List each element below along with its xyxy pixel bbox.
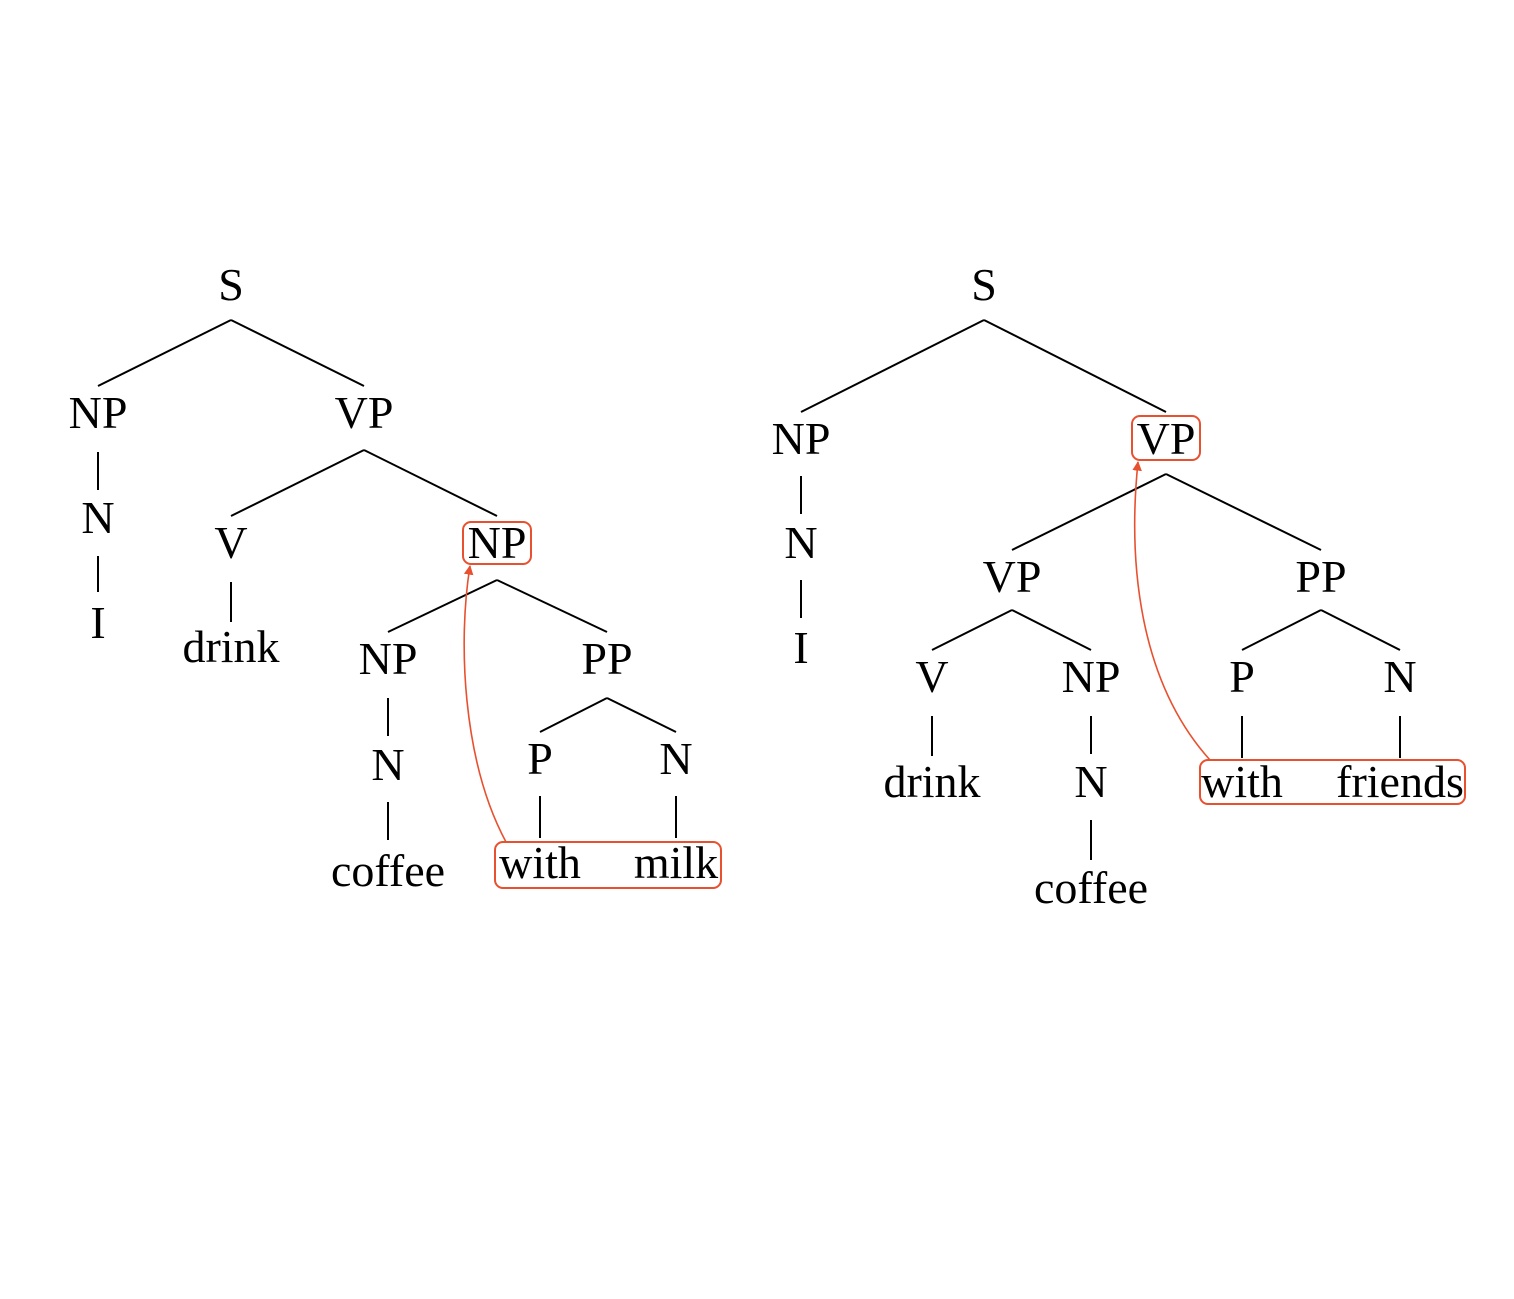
- node-np-inner: NP: [359, 633, 418, 684]
- edge: [496, 579, 608, 633]
- edge: [606, 697, 677, 733]
- edge: [1241, 609, 1322, 651]
- highlight-box-np-attachment: [462, 521, 532, 565]
- node-s: S: [971, 259, 997, 310]
- attachment-arrow: [463, 565, 507, 843]
- node-n-subject: N: [784, 517, 817, 568]
- edge: [983, 319, 1167, 413]
- node-n-pp: N: [1383, 651, 1416, 702]
- highlight-box-vp-attachment: [1131, 415, 1201, 461]
- edge: [539, 697, 608, 733]
- word-with: with: [1201, 756, 1283, 807]
- edge: [363, 449, 498, 517]
- node-v: V: [214, 517, 247, 568]
- node-p: P: [527, 733, 553, 784]
- node-p: P: [1229, 651, 1255, 702]
- node-v: V: [915, 651, 948, 702]
- edge: [1011, 473, 1167, 551]
- node-vp-inner: VP: [983, 551, 1042, 602]
- word-drink: drink: [883, 756, 980, 807]
- node-n-object: N: [1074, 756, 1107, 807]
- word-i: I: [793, 622, 808, 673]
- edge: [800, 319, 985, 413]
- word-i: I: [90, 597, 105, 648]
- word-coffee: coffee: [1034, 862, 1148, 913]
- node-vp: VP: [335, 387, 394, 438]
- edge: [931, 609, 1013, 651]
- node-s: S: [218, 259, 244, 310]
- word-milk: milk: [634, 837, 718, 888]
- node-np-object: NP: [1062, 651, 1121, 702]
- edge: [97, 319, 232, 387]
- node-n-pp: N: [659, 733, 692, 784]
- tree-left: S NP N I VP V drink NP NP N coffee PP P …: [69, 259, 722, 896]
- highlight-box-pp-phrase: [1199, 759, 1466, 805]
- node-n-subject: N: [81, 492, 114, 543]
- edge: [1011, 609, 1092, 651]
- edge: [387, 579, 498, 633]
- node-pp: PP: [581, 633, 632, 684]
- edge: [1320, 609, 1401, 651]
- word-drink: drink: [182, 621, 279, 672]
- node-pp: PP: [1295, 551, 1346, 602]
- node-np-subject: NP: [772, 413, 831, 464]
- edge: [1165, 473, 1322, 551]
- word-with: with: [499, 837, 581, 888]
- attachment-arrow: [1132, 461, 1211, 761]
- edge: [230, 449, 365, 517]
- highlight-box-pp-phrase: [494, 841, 722, 889]
- edge: [230, 319, 365, 387]
- word-coffee: coffee: [331, 845, 445, 896]
- node-np-subject: NP: [69, 387, 128, 438]
- word-friends: friends: [1336, 756, 1464, 807]
- tree-right: S NP N I VP VP V drink NP N coffee PP P …: [772, 259, 1466, 913]
- node-n-object: N: [371, 739, 404, 790]
- node-vp-top: VP: [1137, 413, 1196, 464]
- node-np-object: NP: [468, 517, 527, 568]
